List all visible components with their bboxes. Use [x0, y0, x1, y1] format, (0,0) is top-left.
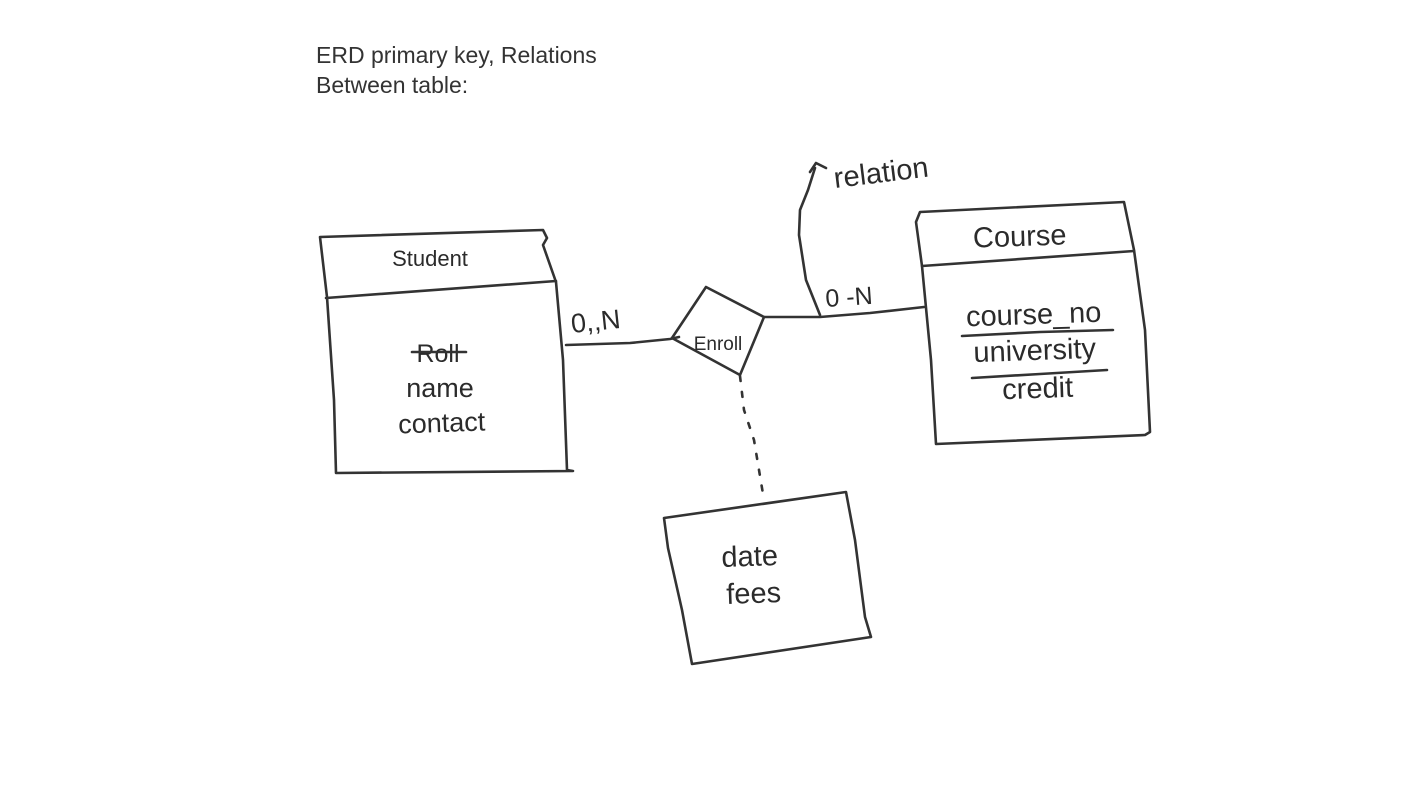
diagram-heading: ERD primary key, Relations Between table… [316, 40, 597, 100]
student-title: Student [392, 246, 468, 271]
student-enroll-line [564, 335, 681, 347]
course-entity-box [914, 200, 1152, 446]
student-cardinality: 0,,N [569, 304, 621, 339]
student-attr-name: name [406, 373, 474, 403]
student-entity: Student Roll name contact [318, 228, 575, 475]
relation-label: relation [832, 152, 930, 195]
attribute-box-outline [662, 490, 873, 666]
student-entity-box [318, 228, 575, 475]
university-underline [970, 368, 1109, 380]
enroll-label: Enroll [694, 334, 743, 355]
heading-line-1: ERD primary key, Relations [316, 42, 597, 68]
course-title: Course [972, 219, 1067, 254]
enroll-course-line [762, 305, 926, 319]
student-attr-contact: contact [398, 406, 487, 439]
student-attr-roll: Roll [416, 340, 459, 368]
course-entity: Course course_no university credit [914, 200, 1152, 446]
student-title-divider [324, 279, 558, 300]
course-attr-course-no: course_no [965, 297, 1101, 334]
enroll-relationship: Enroll [670, 285, 766, 377]
heading-line-2: Between table: [316, 72, 469, 98]
relation-arrowhead-icon [808, 161, 828, 174]
course-attr-credit: credit [1002, 372, 1074, 406]
course-title-divider [920, 249, 1136, 268]
attr-fees: fees [726, 577, 782, 611]
enroll-attribute-box: date fees [662, 490, 873, 666]
course-no-underline [960, 328, 1115, 338]
course-attr-university: university [973, 333, 1097, 369]
relation-arrow [797, 166, 822, 317]
enroll-diamond [670, 285, 766, 377]
attr-date: date [721, 540, 779, 574]
course-cardinality: 0 -N [824, 282, 873, 313]
enroll-attribute-connector [738, 374, 766, 502]
